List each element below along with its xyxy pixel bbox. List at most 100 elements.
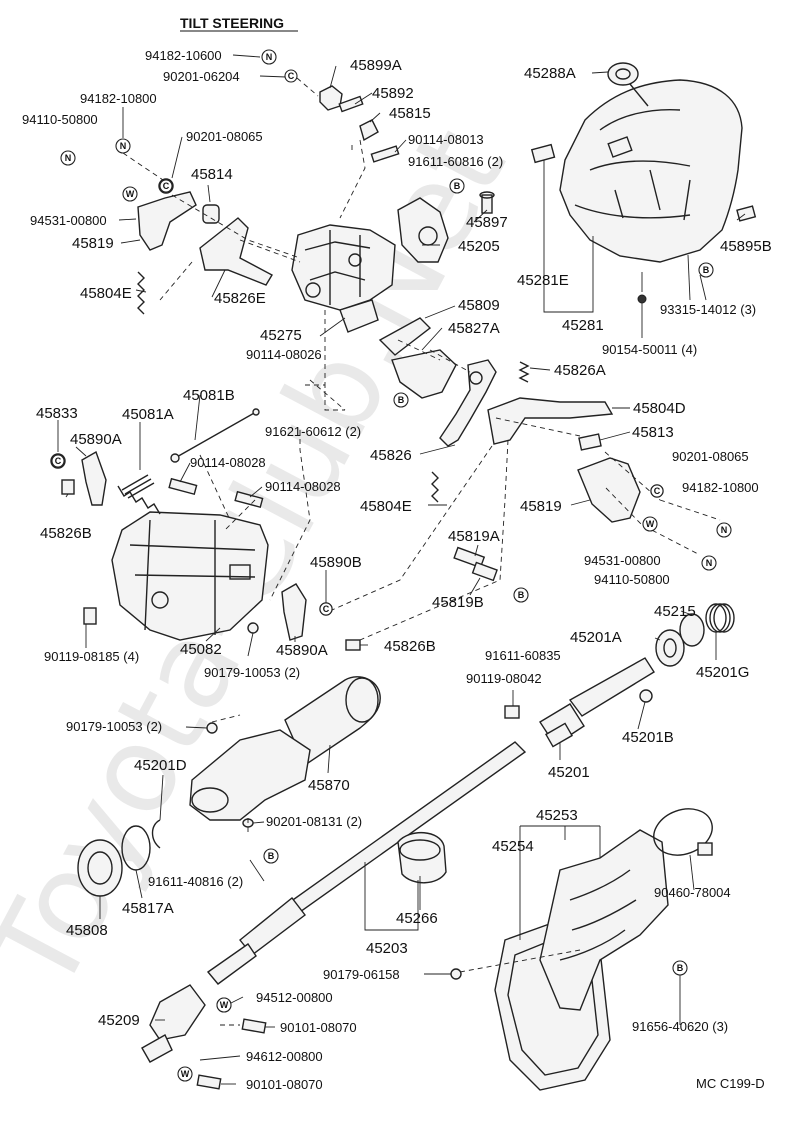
svg-text:C: C	[163, 181, 170, 191]
part-label: 45827A	[448, 320, 500, 337]
part-label: 45826	[370, 447, 412, 464]
clip-90179-10053-lower	[247, 622, 259, 634]
part-label: 90119-08042	[466, 671, 542, 686]
part-label: 45819A	[448, 528, 500, 545]
svg-text:N: N	[120, 141, 127, 151]
part-label: 90179-10053 (2)	[204, 665, 300, 680]
screw-90154-50011	[637, 272, 647, 338]
svg-text:W: W	[220, 1000, 229, 1010]
svg-text:B: B	[703, 265, 710, 275]
intermediate-shaft-45203	[206, 741, 527, 985]
bolt-90101-08070-upper	[241, 1018, 267, 1034]
symbol-C: C	[284, 69, 298, 83]
symbol-B: B	[263, 848, 279, 864]
part-label: 45890B	[310, 554, 362, 571]
spring-45826A	[518, 361, 530, 383]
svg-text:C: C	[323, 604, 330, 614]
svg-text:N: N	[266, 52, 273, 62]
part-label: 90154-50011 (4)	[602, 342, 697, 357]
part-label: 45209	[98, 1012, 140, 1029]
part-labels: 94182-10600 90201-06204 45899A 45892 458…	[22, 48, 772, 1092]
part-label: 94531-00800	[30, 213, 107, 228]
part-label: 90114-08013	[408, 132, 484, 147]
svg-text:B: B	[268, 851, 275, 861]
svg-text:C: C	[288, 71, 295, 81]
part-label: 94182-10600	[145, 48, 222, 63]
part-label: 45826E	[214, 290, 266, 307]
part-label: 45205	[458, 238, 500, 255]
lever-45890A-left	[81, 450, 107, 506]
snap-ring-45201D	[151, 819, 161, 849]
symbol-N: N	[261, 49, 277, 65]
part-label: 90201-08131 (2)	[266, 814, 362, 829]
svg-text:B: B	[677, 963, 684, 973]
pawl-45205	[397, 197, 449, 263]
part-label: 45817A	[122, 900, 174, 917]
symbol-N: N	[701, 555, 717, 571]
svg-text:B: B	[518, 590, 525, 600]
symbol-N: N	[60, 150, 76, 166]
part-label: 45870	[308, 777, 350, 794]
symbol-B: B	[513, 587, 529, 603]
part-label: 90201-08065	[186, 129, 263, 144]
part-label: 45266	[396, 910, 438, 927]
part-label: 90179-10053 (2)	[66, 719, 162, 734]
lever-45804D	[487, 397, 614, 445]
part-label: 45819	[72, 235, 114, 252]
bolt-90101-08070-lower	[196, 1074, 222, 1090]
part-label: 45813	[632, 424, 674, 441]
nut-45201B	[639, 689, 653, 703]
column-tube-45870	[284, 676, 381, 767]
part-label: 45826A	[554, 362, 606, 379]
assembly-dashed-lines	[122, 77, 721, 1026]
symbol-B: B	[449, 178, 465, 194]
part-label: 91611-40816 (2)	[148, 874, 243, 889]
bushing-45266	[397, 831, 447, 884]
spring-45081A	[117, 474, 161, 515]
part-label: 90101-08070	[246, 1077, 323, 1092]
part-label: 45808	[66, 922, 108, 939]
part-label: 45201D	[134, 757, 187, 774]
bushing-45813	[578, 433, 602, 451]
bearing-45201A	[655, 629, 685, 667]
lever-45890A-right	[281, 583, 307, 641]
svg-text:N: N	[706, 558, 713, 568]
part-label: 45899A	[350, 57, 402, 74]
part-label: 45281E	[517, 272, 569, 289]
spring-45804E-center	[431, 471, 439, 503]
part-label: 45281	[562, 317, 604, 334]
bolt-45892	[338, 95, 364, 113]
pin-45826B-left	[61, 479, 75, 495]
lever-45819-right	[577, 457, 641, 523]
diagram-code: MC C199-D	[696, 1076, 765, 1091]
part-label: 45897	[466, 214, 508, 231]
part-label: 91656-40620 (3)	[632, 1019, 728, 1034]
svg-text:C: C	[654, 486, 661, 496]
spring-45804E-left	[137, 271, 145, 315]
symbol-C: C	[159, 179, 173, 193]
part-label: 90114-08028	[265, 479, 341, 494]
symbol-B: B	[672, 960, 688, 976]
main-shaft-45201	[539, 657, 655, 748]
clip-90179-06158	[450, 968, 462, 980]
symbol-W: W	[122, 186, 138, 202]
lock-bolt-45899A	[319, 85, 343, 111]
part-label: 45203	[366, 940, 408, 957]
part-label: 93315-14012 (3)	[660, 302, 756, 317]
symbol-W: W	[642, 516, 658, 532]
svg-text:C: C	[55, 456, 62, 466]
part-label: 90179-06158	[323, 967, 400, 982]
symbol-C: C	[319, 602, 333, 616]
bolt-90119-08042	[504, 705, 520, 719]
symbol-C: C	[51, 454, 65, 468]
support-bracket-45082	[111, 511, 269, 641]
bearing-45808	[77, 839, 123, 897]
column-bracket-45870	[189, 729, 311, 821]
symbol-N: N	[115, 138, 131, 154]
part-label: 91611-60835	[485, 648, 561, 663]
part-label: 90201-08065	[672, 449, 749, 464]
part-label: 45215	[654, 603, 696, 620]
svg-text:N: N	[65, 153, 72, 163]
svg-text:W: W	[126, 189, 135, 199]
